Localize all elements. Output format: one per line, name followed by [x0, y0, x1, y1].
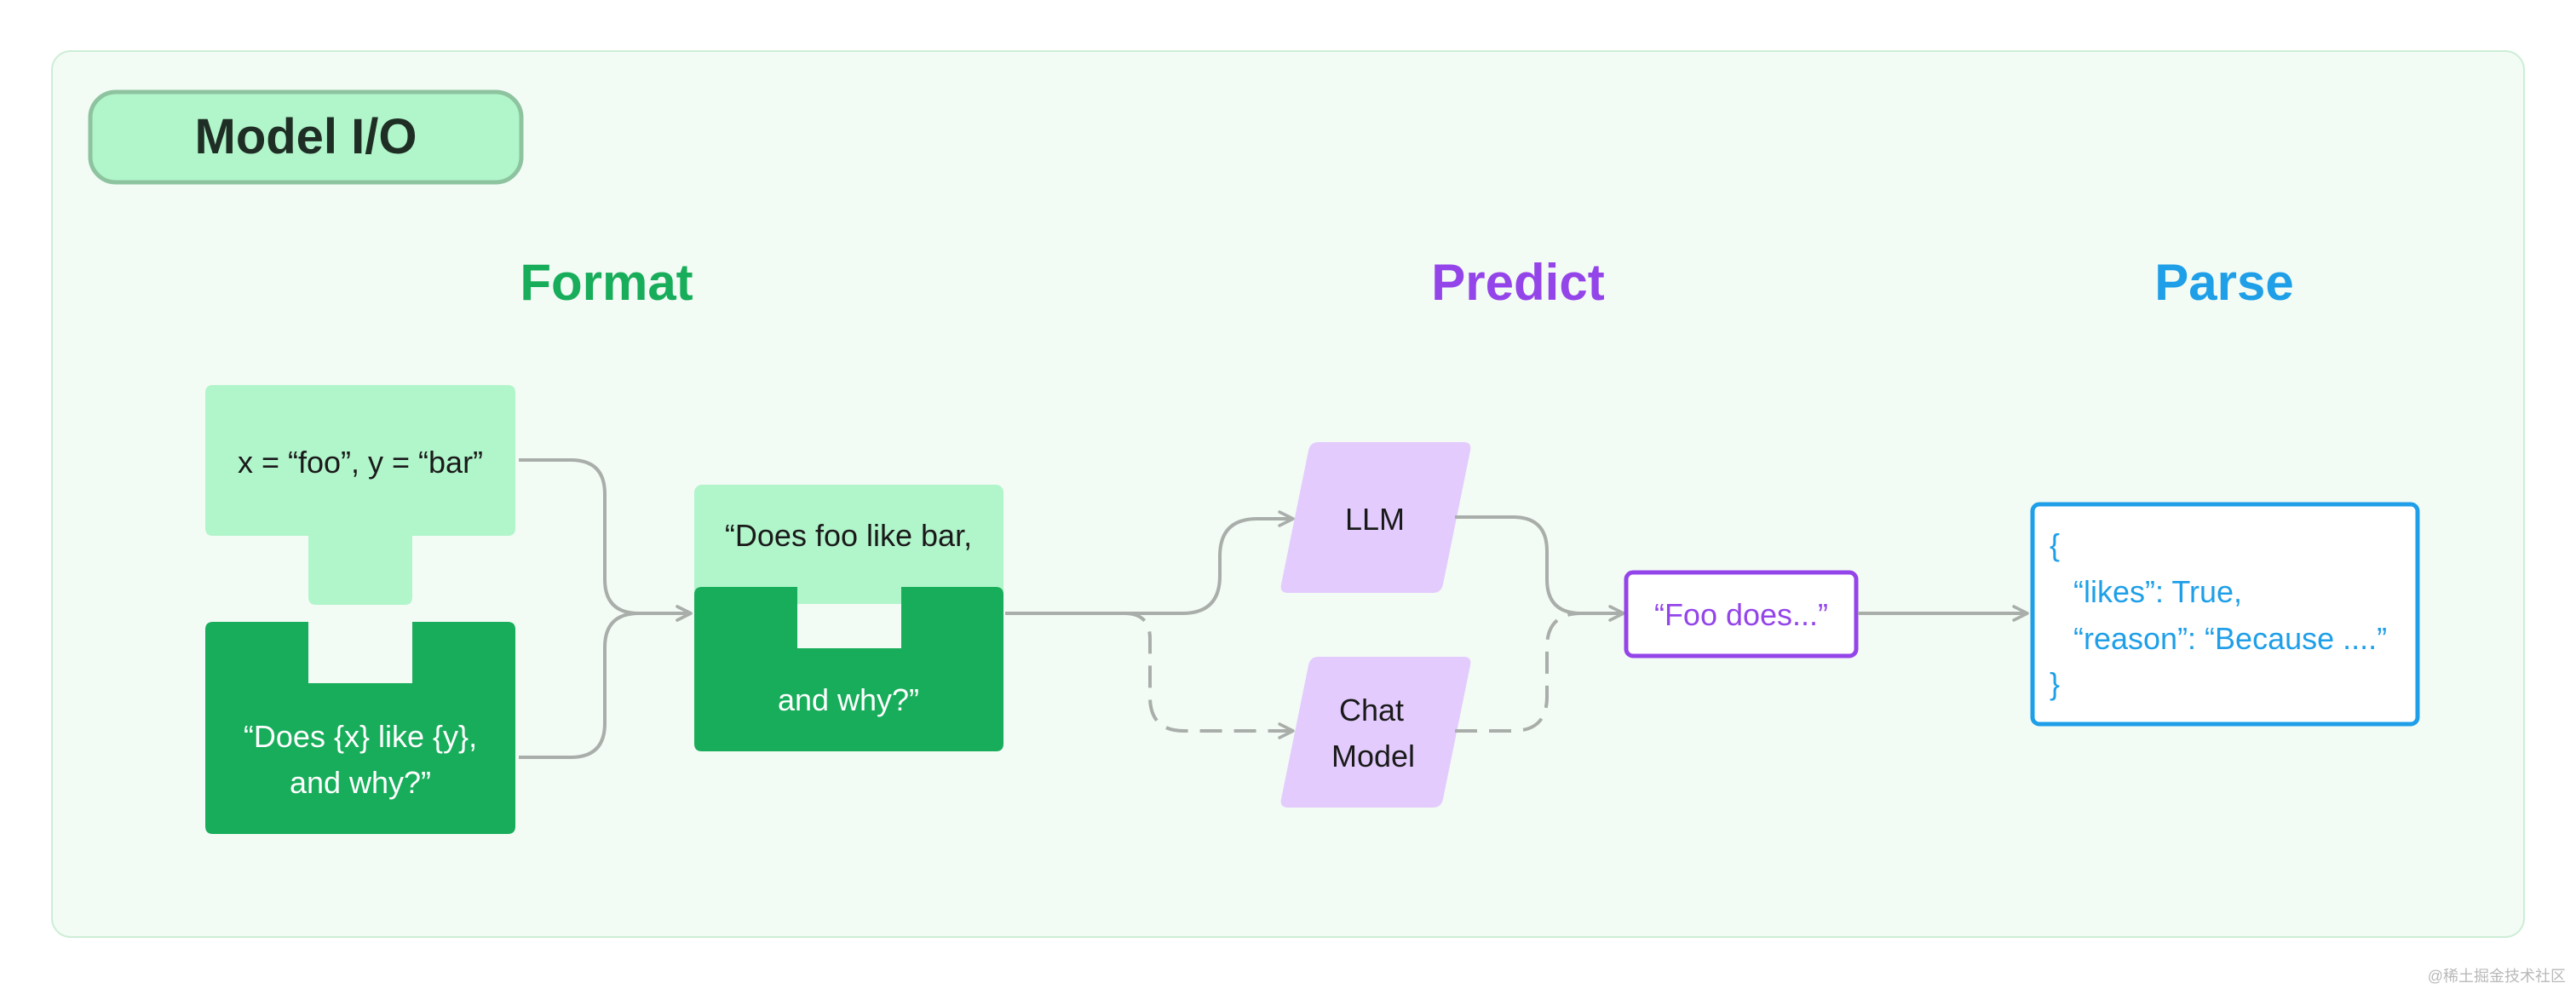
chat-model-label-line-2: Model: [1331, 739, 1415, 773]
section-heading-format: Format: [520, 254, 693, 311]
prompt-template-line-1: “Does {x} like {y},: [244, 719, 477, 754]
parsed-output-line-1: “likes”: True,: [2073, 574, 2242, 609]
connector-variables-to-prompt: [519, 458, 693, 622]
llm-node: LLM: [1280, 442, 1471, 593]
prompt-template-block: “Does {x} like {y}, and why?”: [205, 622, 515, 834]
diagram-title: Model I/O: [195, 109, 417, 164]
section-heading-parse: Parse: [2154, 254, 2293, 311]
watermark-text: @稀土掘金技术社区: [2428, 968, 2566, 985]
parsed-output-node: { “likes”: True, “reason”: “Because ....…: [2030, 502, 2420, 727]
model-output-text: “Foo does...”: [1654, 597, 1828, 632]
model-output-node: “Foo does...”: [1624, 570, 1859, 658]
diagram-panel: [51, 50, 2525, 938]
connector-prompt-to-llm: [1005, 510, 1295, 615]
variables-block: x = “foo”, y = “bar”: [205, 385, 515, 605]
parsed-output-close-brace: }: [2050, 666, 2060, 701]
connector-chat-model-to-output: [1455, 612, 1582, 733]
variables-text: x = “foo”, y = “bar”: [238, 445, 483, 480]
title-pill: Model I/O: [88, 89, 524, 185]
formatted-prompt-line-1: “Does foo like bar,: [725, 518, 972, 553]
formatted-prompt-block: “Does foo like bar, and why?”: [694, 485, 1003, 751]
chat-model-node: Chat Model: [1280, 657, 1471, 808]
section-heading-predict: Predict: [1431, 254, 1604, 311]
prompt-template-line-2: and why?”: [290, 765, 431, 800]
parsed-output-open-brace: {: [2050, 527, 2060, 562]
chat-model-label-line-1: Chat: [1339, 693, 1404, 727]
connector-template-to-prompt: [519, 605, 693, 759]
llm-label: LLM: [1345, 502, 1405, 537]
formatted-prompt-line-2: and why?”: [778, 682, 919, 717]
connector-llm-to-output: [1455, 515, 1625, 622]
connector-prompt-to-chat-model: [1124, 612, 1295, 739]
parsed-output-line-2: “reason”: “Because ....”: [2073, 621, 2387, 656]
